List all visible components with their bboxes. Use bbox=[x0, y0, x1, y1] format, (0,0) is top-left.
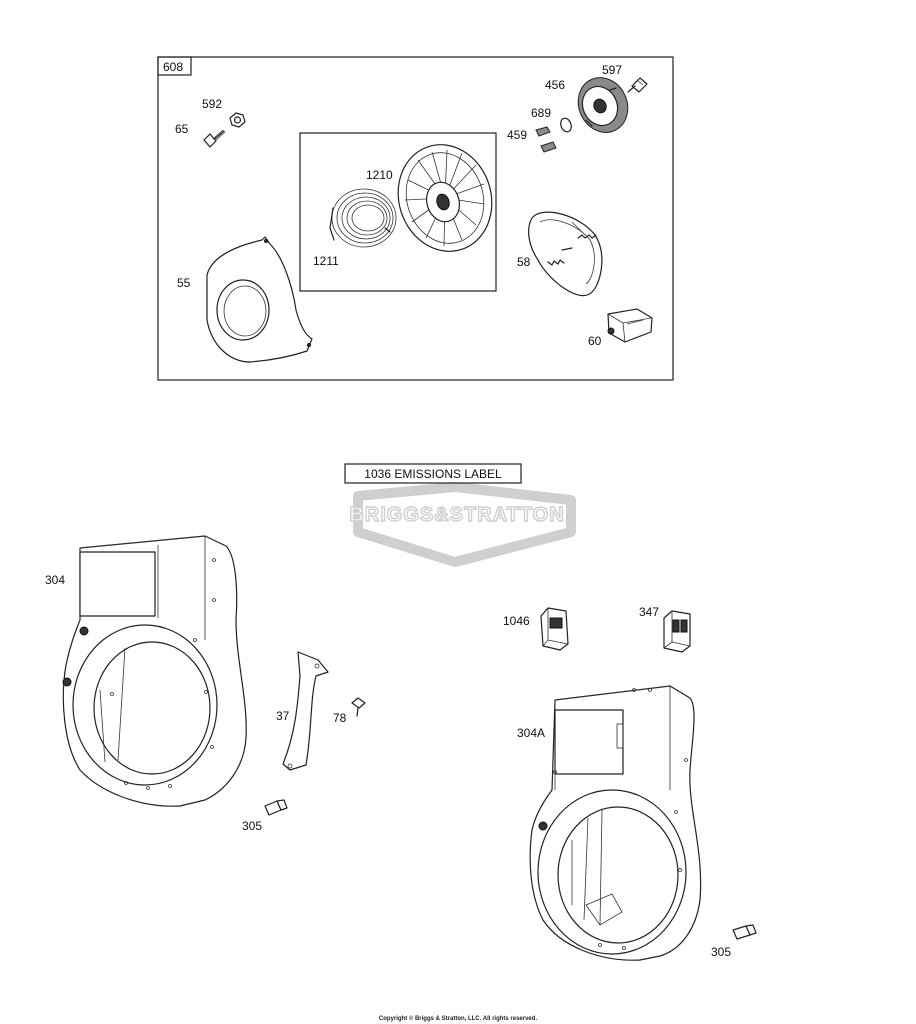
label-65: 65 bbox=[175, 122, 189, 136]
blower-housing-304-icon bbox=[62, 535, 247, 807]
switch-347-icon bbox=[663, 610, 691, 653]
label-1211: 1211 bbox=[313, 254, 339, 268]
label-347: 347 bbox=[639, 605, 659, 619]
air-guide-37-icon bbox=[282, 651, 329, 771]
label-58: 58 bbox=[517, 255, 531, 269]
label-459: 459 bbox=[507, 128, 527, 142]
emissions-label-text: 1036 EMISSIONS LABEL bbox=[364, 467, 502, 481]
starter-spring-58-icon bbox=[528, 211, 603, 297]
bottom-right-part-labels: 1046 347 304A 305 bbox=[503, 605, 731, 959]
starter-cup-456-icon bbox=[577, 77, 629, 133]
watermark-text: BRIGGS&STRATTON bbox=[349, 504, 564, 526]
switch-1046-icon bbox=[540, 607, 569, 651]
screw-597-icon bbox=[627, 77, 648, 93]
emissions-label-box: 1036 EMISSIONS LABEL bbox=[344, 463, 522, 484]
label-78: 78 bbox=[333, 711, 347, 725]
label-55: 55 bbox=[177, 276, 191, 290]
kit-label: 608 bbox=[163, 60, 183, 74]
rewind-starter-kit-frame: 608 bbox=[157, 56, 674, 381]
starter-handle-60-icon bbox=[607, 308, 653, 343]
label-304: 304 bbox=[45, 573, 65, 587]
briggs-stratton-watermark: BRIGGS&STRATTON bbox=[349, 482, 576, 567]
label-37: 37 bbox=[276, 709, 290, 723]
label-592: 592 bbox=[202, 97, 222, 111]
bolt-65-icon bbox=[203, 129, 226, 148]
rewind-spring-1211-icon bbox=[329, 188, 397, 248]
label-1046: 1046 bbox=[503, 614, 530, 628]
label-1210: 1210 bbox=[366, 168, 393, 182]
top-part-labels: 597 456 689 459 592 65 1210 1211 55 58 6… bbox=[175, 63, 622, 348]
screw-305-right-icon bbox=[732, 924, 757, 940]
blower-housing-304A-icon bbox=[529, 685, 702, 961]
copyright-notice: Copyright © Briggs & Stratton, LLC. All … bbox=[379, 1015, 538, 1022]
label-305-left: 305 bbox=[242, 819, 262, 833]
label-689: 689 bbox=[531, 106, 551, 120]
pulley-1210-icon bbox=[397, 144, 493, 252]
starter-dog-459-icon bbox=[535, 126, 557, 153]
label-597: 597 bbox=[602, 63, 622, 77]
label-304A: 304A bbox=[517, 726, 545, 740]
screw-305-left-icon bbox=[264, 799, 288, 816]
label-456: 456 bbox=[545, 78, 565, 92]
label-305-right: 305 bbox=[711, 945, 731, 959]
bottom-left-part-labels: 304 37 78 305 bbox=[45, 573, 347, 833]
screw-78-icon bbox=[351, 697, 366, 717]
label-60: 60 bbox=[588, 334, 602, 348]
retainer-ring-689-icon bbox=[560, 117, 572, 133]
nut-592-icon bbox=[229, 112, 246, 128]
starter-housing-55-icon bbox=[206, 236, 313, 363]
